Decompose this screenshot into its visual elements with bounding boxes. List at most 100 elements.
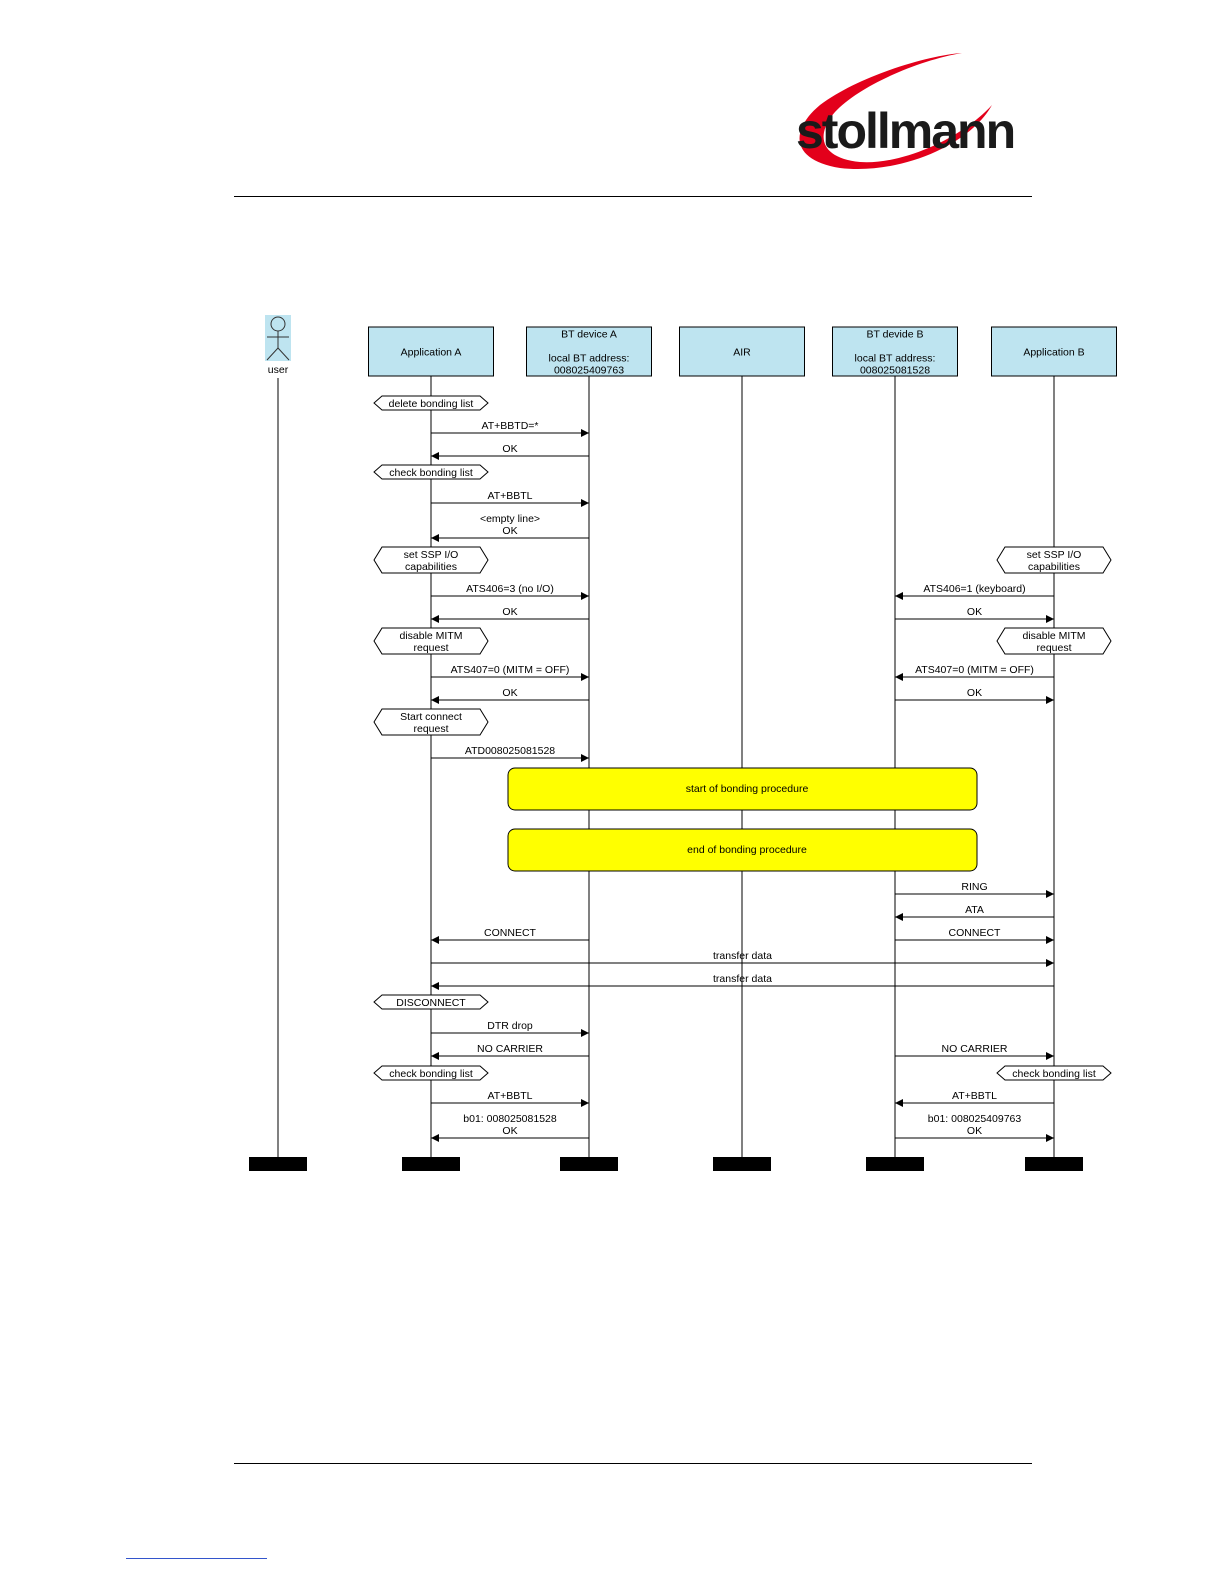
message-label: DTR drop [487,1020,533,1032]
lifeline-end-btB [866,1157,924,1171]
note-tag: check bonding list [996,1065,1112,1081]
message-label: b01: 008025409763 [928,1113,1022,1125]
message-arrow: ATA [895,904,1054,921]
note-label: check bonding list [389,1068,473,1080]
note-label: disable MITM [1022,630,1085,642]
stollmann-logo-text: stollmann [796,103,1016,159]
lifeline-box-air [679,326,805,377]
note-tag: delete bonding list [373,395,489,411]
message-label: OK [502,525,517,537]
actor-label: user [268,364,289,376]
note-label: check bonding list [1012,1068,1096,1080]
lifeline-appB: Application B [991,326,1117,1171]
footer-link-underline[interactable] [126,1558,267,1559]
actor-leg-left [266,347,279,361]
note-shape [373,395,489,411]
message-arrow: ATS406=1 (keyboard) [895,583,1054,600]
notes: delete bonding list check bonding list set… [373,395,1112,1081]
message-arrow: AT+BBTL [431,1090,589,1107]
message-arrow: OK [431,687,589,704]
lifeline-label-btB: local BT address: [855,353,936,365]
message-label: CONNECT [949,927,1002,939]
note-label: Start connect [400,711,462,723]
note-label: set SSP I/O [1027,549,1082,561]
message-label: b01: 008025081528 [463,1113,557,1125]
lifeline-box-btB [832,326,958,377]
lifeline-label-btA: BT device A [561,329,617,341]
note-shape [996,627,1112,655]
message-arrow: OK [431,606,589,623]
lifeline-end-appB [1025,1157,1083,1171]
message-arrow: CONNECT [431,927,589,944]
note-shape [996,1065,1112,1081]
message-arrow: ATS406=3 (no I/O) [431,583,589,600]
lifeline-end-btA [560,1157,618,1171]
message-label: OK [502,1125,517,1137]
message-arrow: CONNECT [895,927,1054,944]
lifeline-label-air: AIR [733,347,751,359]
message-label: ATA [965,904,984,916]
message-label: transfer data [713,950,772,962]
message-arrow: NO CARRIER [431,1043,589,1060]
note-shape [373,994,489,1010]
lifeline-end-air [713,1157,771,1171]
message-label: <empty line> [480,513,540,525]
note-shape [373,1065,489,1081]
note-label: capabilities [1028,561,1080,573]
note-label: request [1036,642,1071,654]
stollmann-logo-swoosh [799,53,992,170]
message-label: ATS406=3 (no I/O) [466,583,554,595]
message-label: OK [502,443,517,455]
message-arrow: transfer data [431,950,1054,967]
message-arrow: DTR drop [431,1020,589,1037]
message-label: RING [961,881,987,893]
procedure-box: start of bonding procedure [507,767,978,811]
note-shape [996,546,1112,574]
message-label: CONNECT [484,927,537,939]
message-label: OK [967,1125,982,1137]
note-shape [373,464,489,480]
lifeline-box-appA [368,326,494,377]
message-arrow: AT+BBTD=* [431,420,589,437]
lifeline-box-btA [526,326,652,377]
message-arrow: <empty line>OK [431,513,589,542]
message-arrow: OK [895,687,1054,704]
message-arrow: AT+BBTL [895,1090,1054,1107]
message-label: OK [502,687,517,699]
note-shape [373,546,489,574]
lifeline-label-appA: Application A [401,347,462,359]
message-label: NO CARRIER [942,1043,1008,1055]
lifeline-label-btA: local BT address: [549,353,630,365]
message-label: OK [967,606,982,618]
lifeline-appA: Application A [368,326,494,1171]
message-arrow: ATS407=0 (MITM = OFF) [895,664,1054,681]
message-label: transfer data [713,973,772,985]
note-label: capabilities [405,561,457,573]
lifeline-air: AIR [679,326,805,1171]
footer-rule [234,1463,1032,1464]
actor-user: user [265,315,291,376]
message-arrow: transfer data [431,973,1054,990]
message-label: OK [967,687,982,699]
note-label: check bonding list [389,467,473,479]
note-label: DISCONNECT [396,997,466,1009]
message-arrow: OK [895,606,1054,623]
message-arrow: ATS407=0 (MITM = OFF) [431,664,589,681]
message-arrow: NO CARRIER [895,1043,1054,1060]
procedure-label: end of bonding procedure [687,844,807,856]
message-arrow: OK [431,443,589,460]
message-arrow: ATD008025081528 [431,745,589,762]
note-label: set SSP I/O [404,549,459,561]
message-label: AT+BBTD=* [482,420,539,432]
procedure-rect [507,828,978,872]
lifeline-label-appB: Application B [1023,347,1084,359]
lifeline-box-appB [991,326,1117,377]
lifeline-label-btA: 008025409763 [554,365,624,377]
